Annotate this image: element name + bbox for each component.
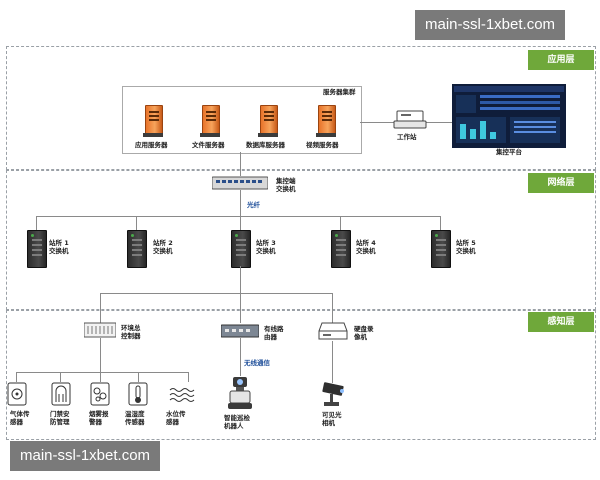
station-2-switch-icon [127, 230, 147, 268]
visible-light-camera-icon [322, 382, 344, 406]
sensor-bus-line [16, 372, 188, 373]
temp-humidity-sensor-icon [128, 382, 148, 406]
core-switch-icon [212, 176, 268, 190]
smoke-alarm-icon [90, 382, 110, 406]
gas-sensor-label: 气体传 感器 [10, 410, 30, 426]
application-server-base [143, 133, 163, 137]
station-4-label: 站所 4 交换机 [356, 239, 376, 255]
station-1-label: 站所 1 交换机 [49, 239, 69, 255]
server-cluster-label: 服务器集群 [323, 88, 356, 96]
layer-tag-perception: 感知层 [528, 312, 594, 332]
control-platform-label: 集控平台 [496, 148, 522, 156]
video-server-label: 视频服务器 [306, 141, 339, 149]
router-robot-link [240, 338, 241, 376]
recorder-camera-link [332, 341, 333, 383]
env-controller-label: 环境总 控制器 [121, 324, 141, 340]
file-server-icon [202, 105, 220, 135]
drop-station-2 [136, 216, 137, 230]
drop-wired-router [240, 293, 241, 323]
file-server-label: 文件服务器 [192, 141, 225, 149]
core-trunk-line [240, 190, 241, 216]
inspection-robot-label: 智能巡检 机器人 [224, 414, 250, 430]
drop-station-3 [240, 216, 241, 230]
drop-sensor-5 [188, 372, 189, 382]
database-server-base [258, 133, 278, 137]
drop-station-1 [36, 216, 37, 230]
station-4-switch-icon [331, 230, 351, 268]
perception-bus-line [100, 293, 332, 294]
control-platform-screen [452, 84, 566, 148]
database-server-label: 数据库服务器 [246, 141, 285, 149]
station-5-switch-icon [431, 230, 451, 268]
drop-sensor-3 [100, 372, 101, 382]
application-server-icon [145, 105, 163, 135]
station-5-label: 站所 5 交换机 [456, 239, 476, 255]
wireless-label: 无线通信 [244, 359, 270, 367]
file-server-base [200, 133, 220, 137]
drop-station-4 [340, 216, 341, 230]
database-server-icon [260, 105, 278, 135]
watermark-top: main-ssl-1xbet.com [415, 10, 566, 40]
application-layer [6, 46, 596, 170]
station3-downlink [240, 266, 241, 293]
core-switch-label: 集控端 交换机 [276, 177, 296, 193]
application-server-label: 应用服务器 [135, 141, 168, 149]
water-level-sensor-label: 水位传 感器 [166, 410, 186, 426]
hdd-recorder-label: 硬盘录 像机 [354, 325, 374, 341]
wired-router-icon [221, 324, 259, 338]
access-control-icon [51, 382, 71, 406]
video-server-icon [318, 105, 336, 135]
workstation-label: 工作站 [397, 133, 417, 141]
drop-station-5 [440, 216, 441, 230]
temp-humidity-sensor-label: 温湿度 传感器 [125, 410, 145, 426]
perception-layer [6, 310, 596, 440]
water-level-sensor-icon [169, 388, 195, 402]
smoke-alarm-label: 烟雾报 警器 [89, 410, 109, 426]
visible-light-camera-label: 可见光 相机 [322, 411, 342, 427]
drop-sensor-4 [138, 372, 139, 382]
drop-sensor-2 [60, 372, 61, 382]
wired-router-label: 有线路 由器 [264, 325, 284, 341]
env-to-sensor-line [100, 338, 101, 372]
env-controller-icon [84, 322, 116, 338]
inspection-robot-icon [228, 377, 252, 409]
workstation-icon [393, 110, 427, 129]
access-control-label: 门禁安 防管理 [50, 410, 70, 426]
watermark-bottom: main-ssl-1xbet.com [10, 441, 161, 471]
station-1-switch-icon [27, 230, 47, 268]
network-layer [6, 170, 596, 310]
station-2-label: 站所 2 交换机 [153, 239, 173, 255]
station-3-label: 站所 3 交换机 [256, 239, 276, 255]
drop-sensor-1 [16, 372, 17, 382]
station-3-switch-icon [231, 230, 251, 268]
video-server-base [316, 133, 336, 137]
drop-env-controller [100, 293, 101, 323]
hdd-recorder-icon [318, 322, 348, 340]
layer-tag-network: 网络层 [528, 173, 594, 193]
layer-tag-application: 应用层 [528, 50, 594, 70]
cluster-core-link [240, 152, 241, 176]
fiber-label: 光纤 [247, 201, 260, 209]
fiber-bus-line [36, 216, 440, 217]
gas-sensor-icon [7, 382, 27, 406]
drop-hdd-recorder [332, 293, 333, 323]
